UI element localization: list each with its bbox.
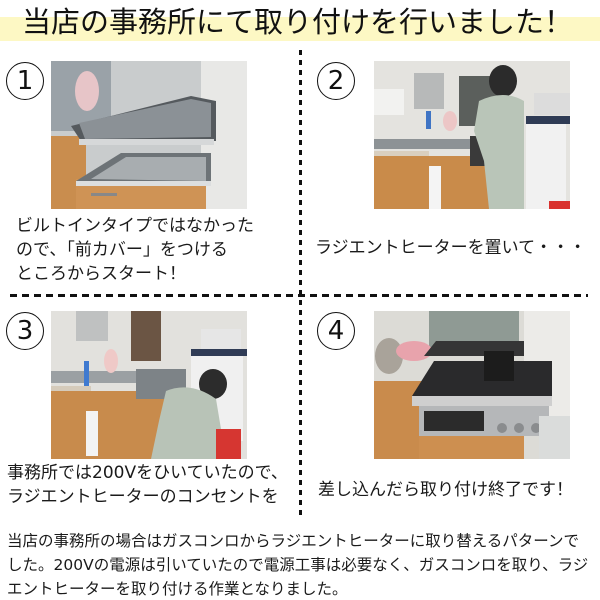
vertical-dashed-divider <box>299 50 302 516</box>
horizontal-dashed-divider <box>10 294 588 297</box>
step-2-caption: ラジエントヒーターを置いて・・・ <box>315 236 586 260</box>
step-2-photo <box>374 61 570 209</box>
title-highlight <box>0 17 600 41</box>
step-1-caption: ビルトインタイプではなかった ので、「前カバー」をつける ところからスタート！ <box>16 214 254 286</box>
step-4-caption: 差し込んだら取り付け終了です！ <box>318 478 573 502</box>
caption-line: 差し込んだら取り付け終了です！ <box>318 480 573 500</box>
caption-line: ラジエントヒーターのコンセントを <box>7 487 279 507</box>
caption-line: ところからスタート！ <box>16 264 186 284</box>
worker-placing-heater-photo-icon <box>374 61 570 209</box>
installed-radiant-heater-photo-icon <box>374 311 570 459</box>
step-number-badge: 4 <box>317 312 355 350</box>
summary-line: エントヒーターを取り付ける作業となりました。 <box>7 580 348 598</box>
step-number-badge: 1 <box>6 62 44 100</box>
caption-line: ビルトインタイプではなかった <box>16 216 254 236</box>
title-band: 当店の事務所にて取り付けを行いました！ <box>0 0 600 46</box>
step-1-photo <box>51 61 247 209</box>
step-4-photo <box>374 311 570 459</box>
summary-line: 当店の事務所の場合はガスコンロからラジエントヒーターに取り替えるパターンで <box>7 532 579 550</box>
step-number-badge: 2 <box>317 62 355 100</box>
summary-line: した。200Vの電源は引いていたので電源工事は必要なく、ガスコンロを取り、ラジ <box>7 556 589 574</box>
step-number-badge: 3 <box>6 312 44 350</box>
page-title: 当店の事務所にて取り付けを行いました！ <box>22 5 574 39</box>
stainless-cover-photo-icon <box>51 61 247 209</box>
caption-line: ので、「前カバー」をつける <box>16 240 228 260</box>
step-3-photo <box>51 311 247 459</box>
caption-line: ラジエントヒーターを置いて・・・ <box>315 238 587 258</box>
step-3-caption: 事務所では200Vをひいていたので、 ラジエントヒーターのコンセントを <box>7 461 288 509</box>
summary-paragraph: 当店の事務所の場合はガスコンロからラジエントヒーターに取り替えるパターンで した… <box>7 529 597 600</box>
caption-line: 事務所では200Vをひいていたので、 <box>7 463 288 483</box>
worker-plugging-heater-photo-icon <box>51 311 247 459</box>
